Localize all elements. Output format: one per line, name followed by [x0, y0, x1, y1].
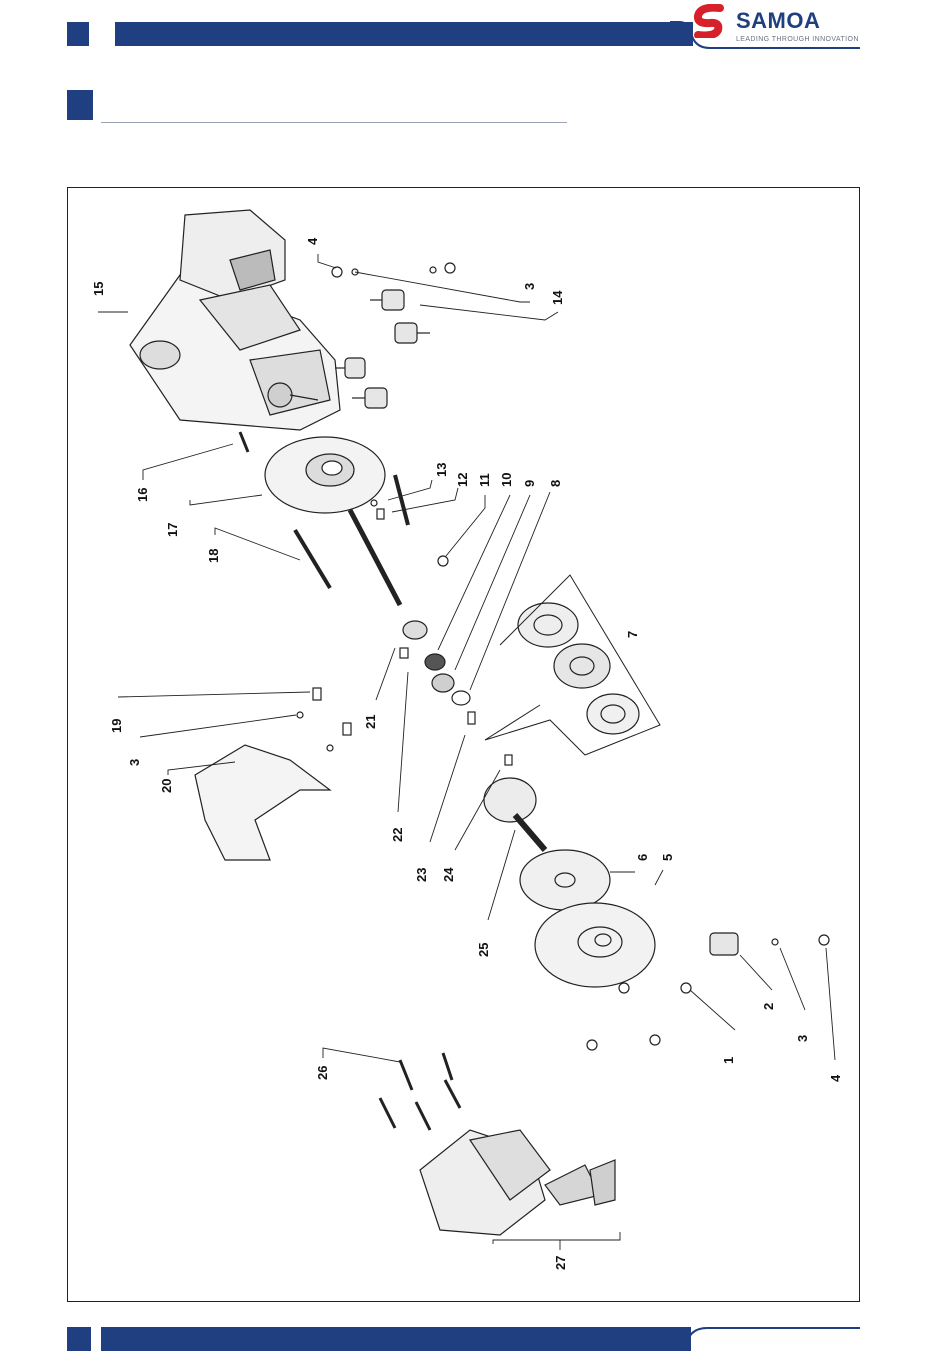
label-18: 18 [206, 549, 221, 563]
label-6: 6 [635, 854, 650, 861]
fan-6 [520, 850, 610, 910]
label-9: 9 [522, 480, 537, 487]
label-13: 13 [434, 463, 449, 477]
pump-27 [420, 1130, 615, 1235]
label-3: 3 [522, 283, 537, 290]
shaft-18 [295, 530, 330, 588]
label-4: 4 [305, 237, 320, 245]
label-22: 22 [390, 828, 405, 842]
label-10: 10 [499, 473, 514, 487]
key-21 [400, 648, 408, 658]
label-11: 11 [477, 473, 492, 487]
label-15: 15 [91, 282, 106, 296]
label-26: 26 [315, 1066, 330, 1080]
shaft-13 [395, 475, 408, 525]
label-25: 25 [476, 943, 491, 957]
label-21: 21 [363, 715, 378, 729]
screw-19 [313, 688, 321, 700]
mount-2 [710, 933, 738, 955]
flange-5 [535, 903, 655, 987]
label-2: 2 [761, 1003, 776, 1010]
label-23: 23 [414, 868, 429, 882]
label-7: 7 [625, 631, 640, 638]
shaft-main [350, 510, 400, 605]
washer-3 [772, 939, 778, 945]
nut-4b [819, 935, 829, 945]
nut-1d [650, 1035, 660, 1045]
label-3b: 3 [127, 759, 142, 766]
nut-1b [619, 983, 629, 993]
nuts-top [332, 263, 455, 277]
coupling-25 [484, 778, 545, 850]
label-24: 24 [441, 867, 456, 882]
bolt-24 [505, 755, 512, 765]
flange-plate-17 [265, 437, 385, 513]
washer-12 [371, 500, 377, 506]
label-4b: 4 [828, 1074, 843, 1082]
bolts-26 [380, 1053, 460, 1130]
label-12: 12 [455, 473, 470, 487]
washer-3c [327, 745, 333, 751]
screw-19b [343, 723, 351, 735]
label-17: 17 [165, 523, 180, 537]
pin-16 [240, 432, 248, 452]
bolt-12 [377, 509, 384, 519]
label-16: 16 [135, 488, 150, 502]
guard-20 [195, 745, 330, 860]
label-1: 1 [721, 1057, 736, 1064]
label-20: 20 [159, 779, 174, 793]
label-8: 8 [548, 480, 563, 487]
nut-1 [681, 983, 691, 993]
label-27: 27 [553, 1256, 568, 1270]
washer-3b [297, 712, 303, 718]
label-5: 5 [660, 854, 675, 861]
rubber-mounts [335, 290, 430, 408]
bolt-23 [468, 712, 475, 724]
nut-11 [438, 556, 448, 566]
nut-1c [587, 1040, 597, 1050]
label-14: 14 [550, 290, 565, 305]
shaft-bearings [403, 621, 470, 705]
label-19: 19 [109, 719, 124, 733]
label-3c: 3 [795, 1035, 810, 1042]
bearing-group-7 [485, 575, 660, 755]
